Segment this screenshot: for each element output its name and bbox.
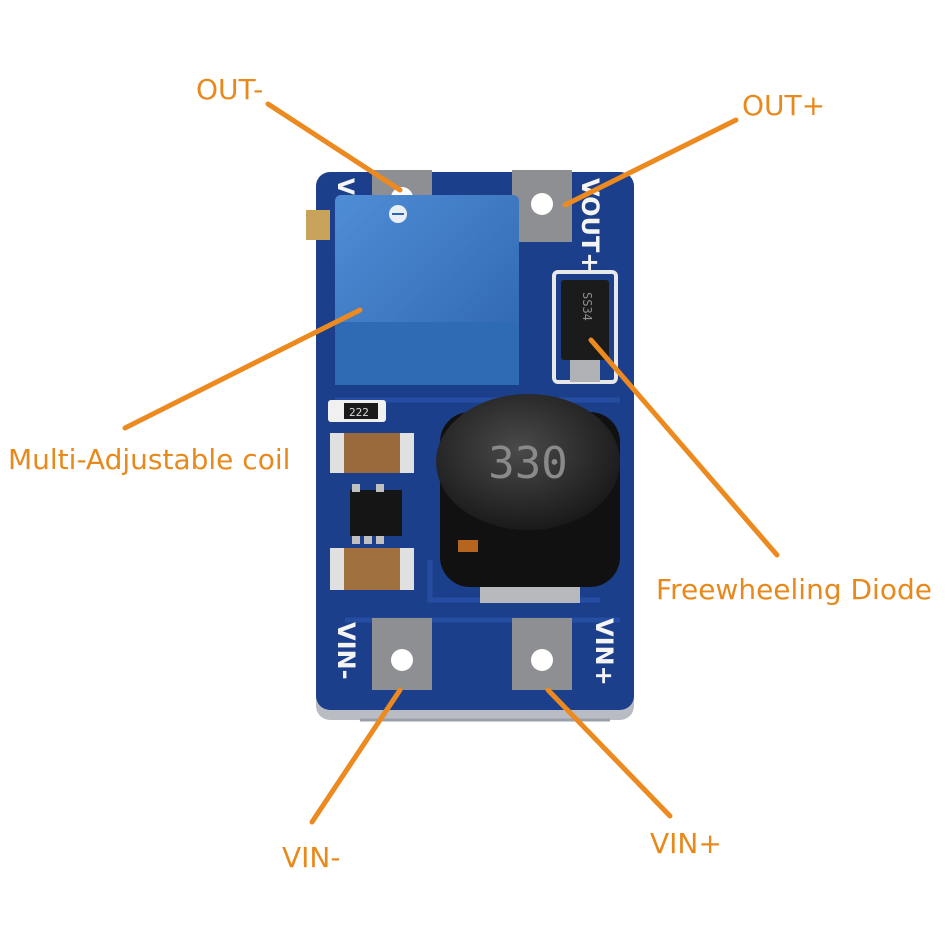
inductor: 330	[436, 394, 620, 603]
callout-line-out-minus	[265, 101, 403, 193]
callout-line-diode	[588, 337, 780, 558]
diode: SS34	[552, 270, 618, 384]
label-multi-adjustable-coil: Multi-Adjustable coil	[8, 443, 291, 476]
potentiometer	[306, 195, 519, 385]
label-out-minus: OUT-	[196, 73, 264, 106]
label-vin-plus: VIN+	[650, 827, 722, 860]
callout-line-pot	[122, 307, 363, 431]
inductor-marking: 330	[488, 438, 567, 489]
silk-vin-minus: VIN-	[332, 622, 360, 680]
label-out-plus: OUT+	[742, 89, 826, 122]
capacitor-bottom	[330, 548, 414, 590]
boost-ic	[350, 484, 402, 544]
pad-out-plus	[512, 170, 572, 242]
callout-line-vin-plus	[545, 687, 673, 819]
label-freewheeling-diode: Freewheeling Diode	[656, 573, 932, 606]
capacitor-top	[330, 433, 414, 473]
pad-vin-minus	[372, 618, 432, 690]
callout-line-vin-minus	[309, 687, 403, 825]
pad-vin-plus	[512, 618, 572, 690]
callout-lines	[122, 101, 780, 825]
label-vin-minus: VIN-	[282, 841, 341, 874]
resistor-marking: 222	[349, 406, 369, 419]
diode-marking: SS34	[580, 292, 594, 321]
resistor: 222	[328, 400, 386, 422]
callout-line-out-plus	[562, 117, 739, 208]
silk-vin-plus: VIN+	[590, 618, 618, 686]
